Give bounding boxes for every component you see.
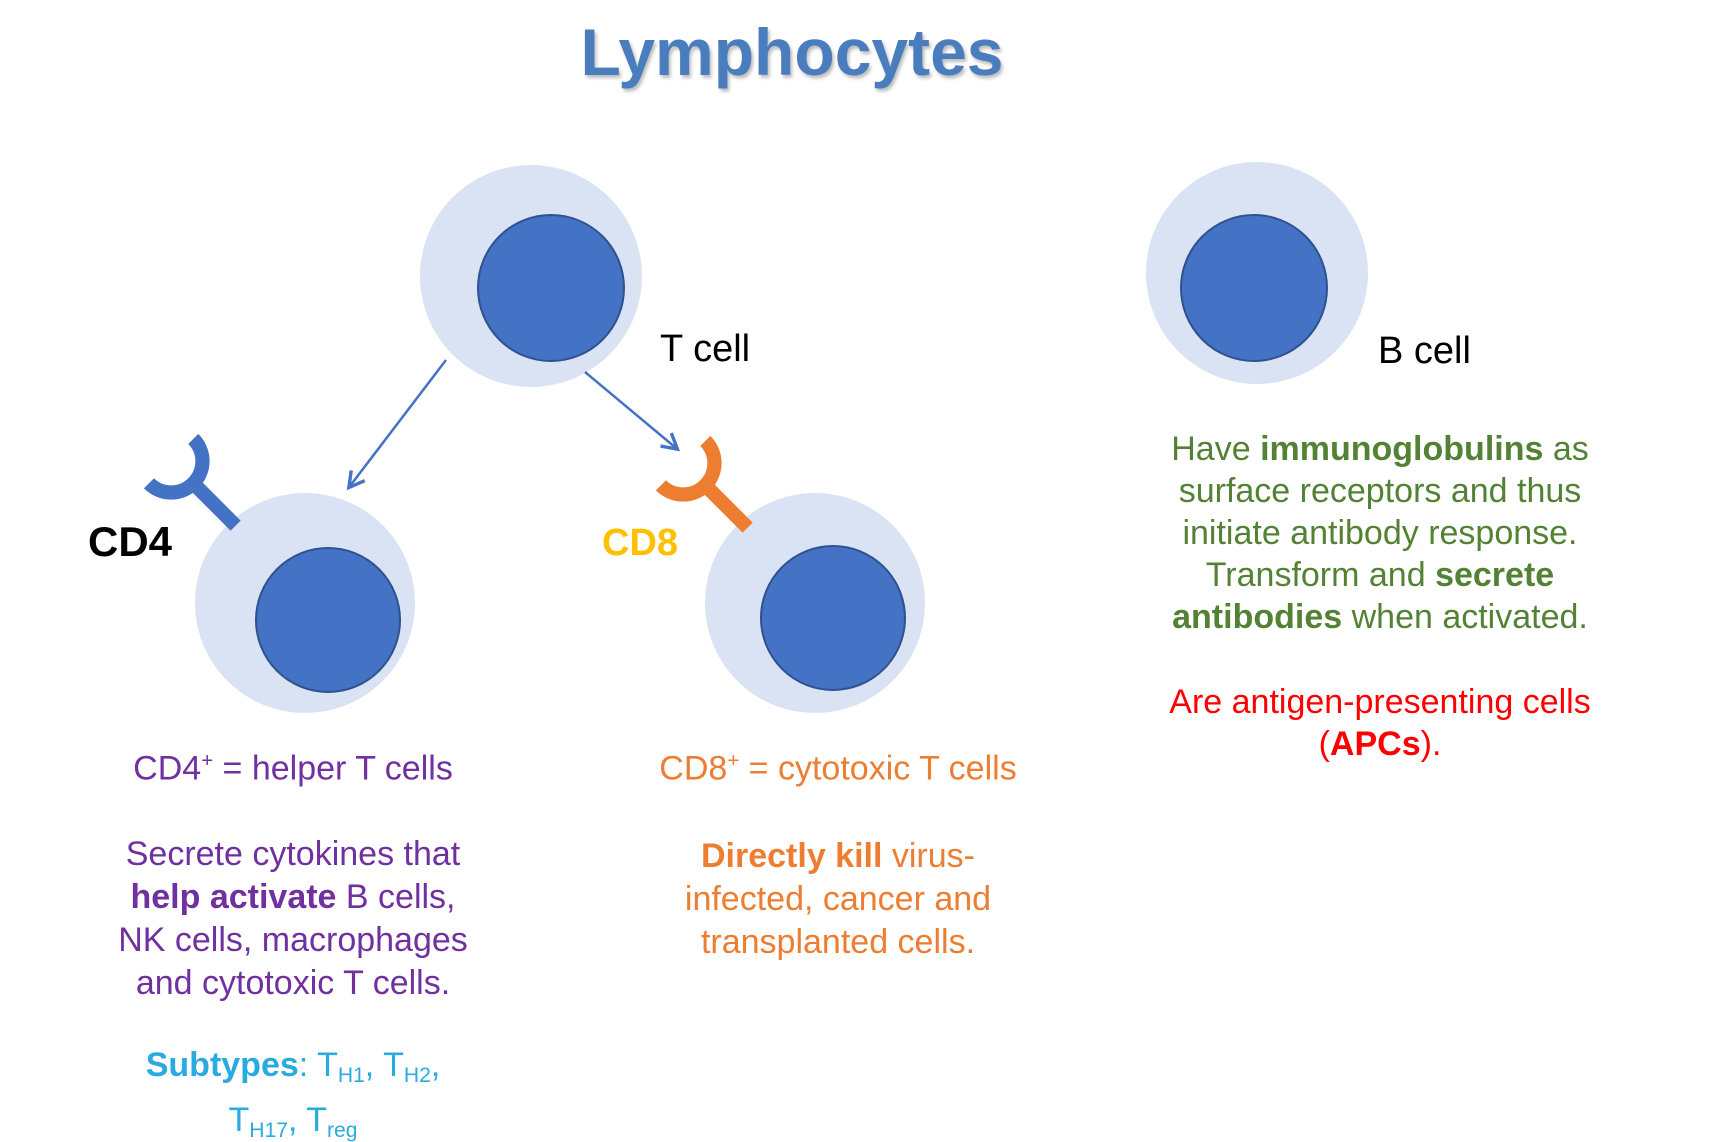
arrow-to-cd8-cell [584,371,681,452]
cd4-heading-rest: = helper T cells [213,749,453,788]
cd8-heading-base: CD8 [659,749,728,788]
cd4-description-line: NK cells, macrophages [118,921,468,959]
b-cell-label: B cell [1378,330,1471,372]
cd4-description-line: and cytotoxic T cells. [135,964,451,1002]
arrow-to-cd4-cell [346,359,447,491]
b-cell-apc-note: Are antigen-presenting cells (APCs). [1100,681,1660,765]
cd8-heading-plus: + [727,750,740,772]
cd4-description: Secrete cytokines that help activate B c… [23,833,563,1005]
cd4-heading: CD4+ = helper T cells [23,740,563,790]
cd4-subtypes-line2: TH17, Treg [228,1101,358,1142]
cd8-description-line: Directly kill virus- [701,837,975,875]
cd8-cell-nucleus [760,545,906,691]
cd8-description: Directly kill virus- infected, cancer an… [588,835,1088,964]
cd4-description-line: Secrete cytokines that [125,835,461,873]
b-cell-apc-line: (APCs). [1318,725,1442,763]
cd4-subtypes-line1: Subtypes: TH1, TH2, [145,1046,441,1087]
b-cell-description: Have immunoglobulins as surface receptor… [1100,428,1660,638]
cd8-receptor-icon [655,435,753,533]
b-cell-description-line: antibodies when activated. [1172,598,1588,636]
t-cell-label: T cell [660,328,751,370]
b-cell-description-line: Have immunoglobulins as [1171,430,1589,468]
cd4-heading-plus: + [201,750,214,772]
cd8-heading: CD8+ = cytotoxic T cells [588,740,1088,790]
cd4-receptor-icon [143,433,241,531]
b-cell-apc-line: Are antigen-presenting cells [1169,683,1591,721]
b-cell-description-line: initiate antibody response. [1182,514,1578,552]
cd4-cell-nucleus [255,547,401,693]
cd4-receptor-label: CD4 [88,518,173,565]
cd8-description-line: infected, cancer and [684,880,992,918]
b-cell-description-line: surface receptors and thus [1178,472,1582,510]
cd8-heading-rest: = cytotoxic T cells [739,749,1017,788]
cd8-receptor-label: CD8 [602,522,679,564]
t-cell-nucleus [477,214,625,362]
cd4-heading-base: CD4 [133,749,202,788]
cd4-description-line: help activate B cells, [130,878,456,916]
slide-title: Lymphocytes [580,15,1004,89]
b-cell-nucleus [1180,214,1328,362]
cd8-description-line: transplanted cells. [700,923,976,961]
cd4-subtypes: Subtypes: TH1, TH2, TH17, Treg [23,1043,563,1142]
b-cell-description-line: Transform and secrete [1205,556,1555,594]
